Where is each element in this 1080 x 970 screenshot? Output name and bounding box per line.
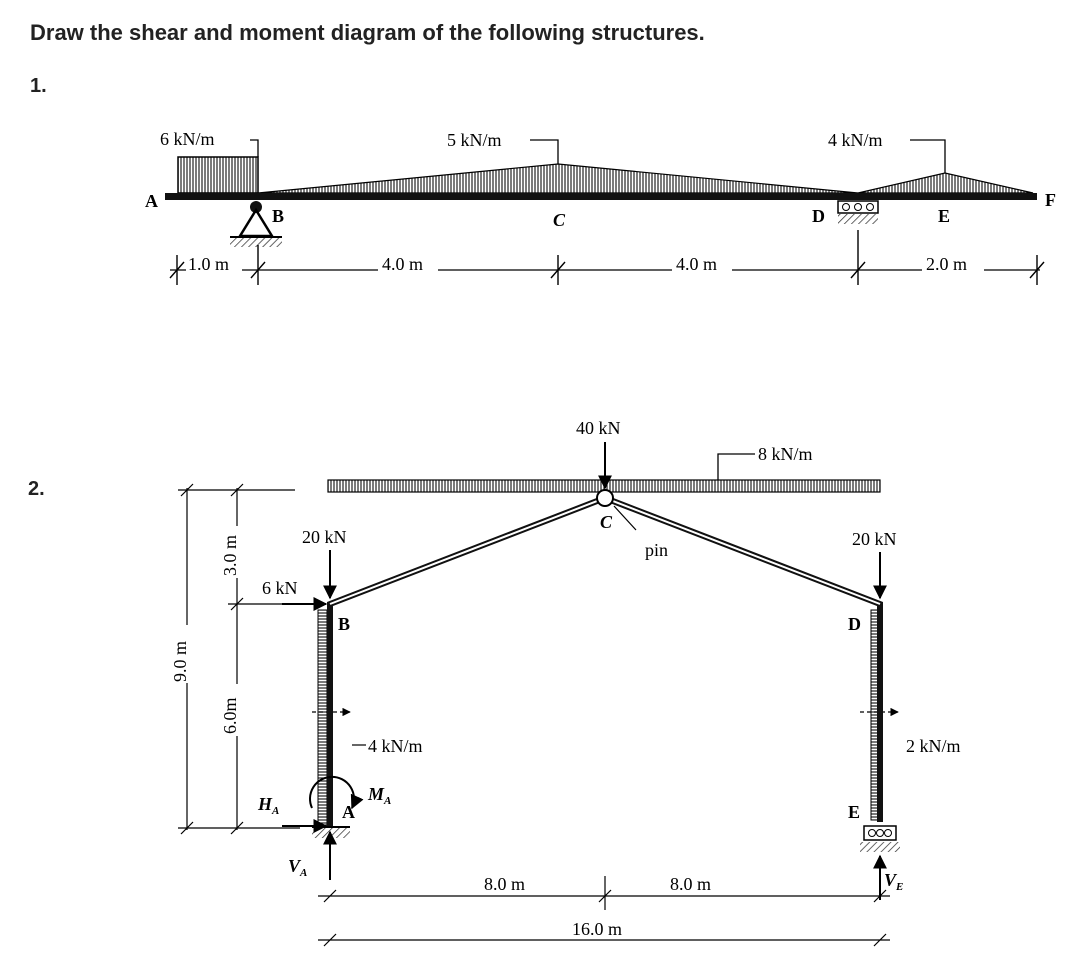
dim-label-8m-left: 8.0 m [484,874,525,894]
dim-label-6m: 6.0m [220,697,240,734]
problem-1-number: 1. [30,75,47,97]
frame-structure: 8 kN/m 40 kN 4 kN/m 2 kN/m pin 20 kN 20 … [170,418,961,947]
point-label-e: E [938,206,950,226]
reaction-label-va: VA [288,856,307,879]
problem-2-number: 2. [28,478,45,500]
dim-label-3m: 3.0 m [220,535,240,576]
dim-label-2m: 2.0 m [926,254,967,274]
roller-support-d [837,200,879,224]
reaction-label-ve: VE [884,870,903,893]
load-label-20kn-right: 20 kN [852,529,897,549]
load-label-40kn: 40 kN [576,418,621,438]
point-label-e2: E [848,802,860,822]
dim-label-9m: 9.0 m [170,641,190,682]
triangular-load-5kn [257,163,859,194]
roller-support-e [860,825,900,900]
dim-label-16m: 16.0 m [572,919,622,939]
uniform-load-6kn [177,156,259,194]
point-label-b2: B [338,614,350,634]
load-label-2kn-m: 2 kN/m [906,736,961,756]
load-label-5kn: 5 kN/m [447,130,502,150]
load-label-6kn: 6 kN [262,578,298,598]
point-label-f: F [1045,190,1056,210]
load-label-20kn-left: 20 kN [302,527,347,547]
reaction-label-ha: HA [257,794,279,817]
point-label-a: A [145,191,158,211]
point-label-d2: D [848,614,861,634]
dim-label-4m-left: 4.0 m [382,254,423,274]
load-label-6kn: 6 kN/m [160,129,215,149]
reaction-label-ma: MA [367,784,391,807]
page-heading: Draw the shear and moment diagram of the… [30,20,705,45]
dim-label-8m-right: 8.0 m [670,874,711,894]
left-column-udl [317,609,328,826]
point-label-b: B [272,206,284,226]
dim-label-1m: 1.0 m [188,254,229,274]
pin-support-b [230,201,282,247]
point-label-d: D [812,206,825,226]
point-label-c: C [553,210,566,230]
dim-label-4m-right: 4.0 m [676,254,717,274]
frame-members [327,494,883,826]
pin-label: pin [645,540,668,560]
point-label-c2: C [600,512,613,532]
triangular-load-4kn [857,172,1034,194]
hinge-c [596,489,614,507]
load-label-8kn: 8 kN/m [758,444,813,464]
beam [165,193,1037,200]
load-label-4kn: 4 kN/m [828,130,883,150]
beam-structure: 6 kN/m 5 kN/m 4 kN/m A B C D E F [145,129,1056,285]
fixed-support-a [282,775,364,880]
load-label-4kn-m: 4 kN/m [368,736,423,756]
